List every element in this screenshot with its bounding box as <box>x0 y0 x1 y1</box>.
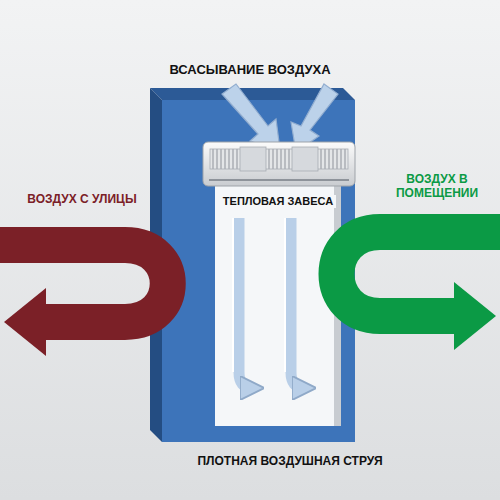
fan-section <box>292 147 318 171</box>
device-label: ТЕПЛОВАЯ ЗАВЕСА <box>220 195 336 208</box>
air-jet <box>291 218 304 388</box>
intake-grille <box>210 149 348 169</box>
jet-highlight <box>284 218 286 372</box>
outdoor-air-arrowhead <box>4 288 46 356</box>
outlet-slot <box>209 179 349 181</box>
air-jet <box>239 218 252 388</box>
air-curtain-unit <box>203 142 355 186</box>
jet-label: ПЛОТНАЯ ВОЗДУШНАЯ СТРУЯ <box>197 454 382 468</box>
indoor-air-arrowhead <box>454 282 496 350</box>
intake-label: ВСАСЫВАНИЕ ВОЗДУХА <box>169 62 330 78</box>
outdoor-air-label: ВОЗДУХ С УЛИЦЫ <box>27 192 136 206</box>
indoor-air-label: ВОЗДУХ В ПОМЕЩЕНИИ <box>378 172 496 201</box>
fan-section <box>240 147 266 171</box>
intake-arrow <box>222 84 280 150</box>
jet-highlight <box>232 218 234 372</box>
